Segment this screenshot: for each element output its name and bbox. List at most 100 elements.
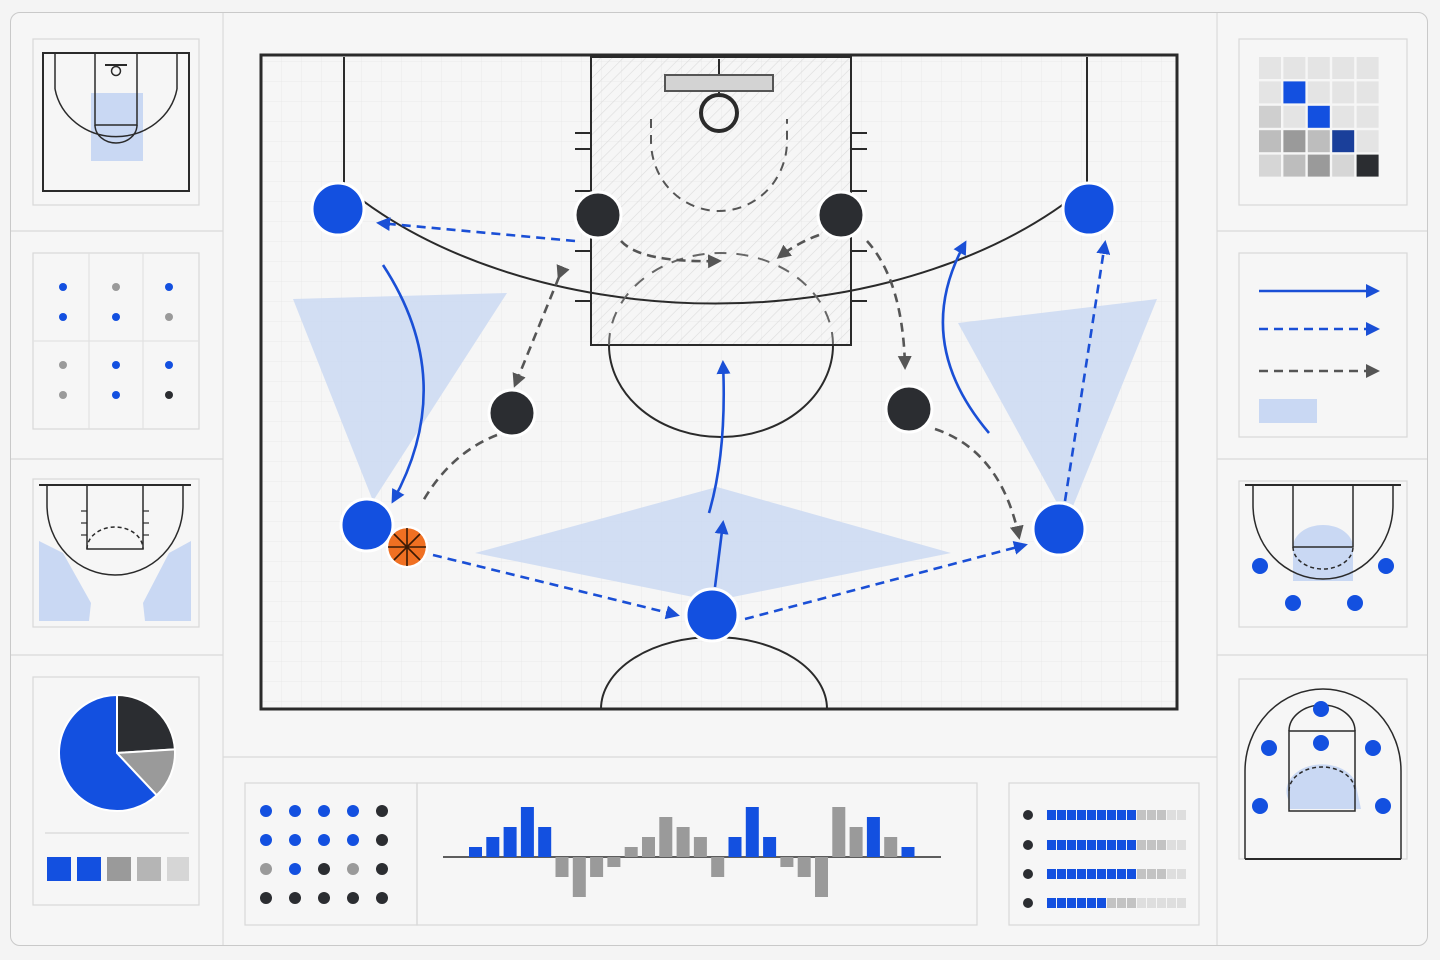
pie-slice	[58, 693, 159, 812]
progress-segment	[1067, 810, 1076, 820]
progress-segment	[1107, 898, 1116, 908]
bar	[797, 857, 811, 877]
right-panel-formation[interactable]	[1238, 480, 1408, 628]
swatch-gray-3	[167, 857, 189, 881]
bar	[642, 837, 655, 857]
player-left-wing[interactable]	[339, 497, 395, 553]
progress-bullet	[1023, 840, 1033, 850]
bar	[849, 827, 863, 857]
bottom-panel-dot-matrix[interactable]	[244, 782, 418, 926]
progress-segment	[1117, 840, 1126, 850]
left-panel-dot-grid[interactable]	[32, 252, 200, 430]
bar	[520, 807, 534, 857]
player-right-corner[interactable]	[1061, 181, 1117, 237]
matrix-dot	[347, 892, 359, 904]
progress-segment	[1167, 840, 1176, 850]
heat-cell	[1332, 57, 1355, 79]
play-diagram-board	[10, 12, 1428, 946]
left-panel-zone-court[interactable]	[32, 478, 200, 628]
matrix-dot	[289, 863, 301, 875]
right-panel-heat-grid[interactable]	[1238, 38, 1408, 206]
heat-cell	[1283, 81, 1306, 104]
screen-arrow-left-block	[620, 240, 722, 269]
bar	[763, 837, 777, 857]
zone-left-wing	[293, 293, 507, 501]
progress-segment	[1137, 898, 1146, 908]
swatch-gray-2	[137, 857, 161, 881]
progress-segment	[1097, 840, 1106, 850]
progress-segment	[1047, 898, 1056, 908]
three-point-arc	[343, 185, 1088, 305]
bar	[901, 847, 915, 857]
heat-cell	[1283, 105, 1306, 128]
left-panel-half-court[interactable]	[32, 38, 200, 206]
bottom-panel-progress-list[interactable]	[1008, 782, 1200, 926]
matrix-dot	[347, 805, 359, 817]
bar	[728, 837, 742, 857]
matrix-dot	[289, 834, 301, 846]
cut-arrow-up-middle	[707, 360, 731, 514]
pie-slice	[116, 693, 176, 755]
progress-segment	[1157, 810, 1166, 820]
heat-cell	[1259, 130, 1281, 153]
heat-cell	[1307, 57, 1330, 79]
bottom-panel-bar-chart[interactable]	[416, 782, 978, 926]
progress-segment	[1097, 810, 1106, 820]
panel-dividers	[11, 13, 1427, 945]
defender-left-elbow[interactable]	[487, 388, 537, 438]
progress-segment	[1107, 869, 1116, 879]
heat-cell	[1307, 130, 1330, 153]
main-court	[259, 53, 1179, 711]
progress-segment	[1047, 840, 1056, 850]
matrix-dot	[376, 863, 388, 875]
matrix-dot	[260, 834, 272, 846]
heat-cell	[1356, 130, 1379, 153]
progress-segment	[1177, 869, 1186, 879]
restricted-area	[650, 119, 788, 212]
court-boundary	[259, 53, 1179, 711]
free-throw-circle-dashed	[608, 252, 834, 346]
heat-cell	[1283, 57, 1306, 79]
bar	[503, 827, 517, 857]
progress-segment	[1077, 840, 1086, 850]
heat-cell	[1259, 81, 1281, 104]
paint-area	[591, 57, 851, 345]
bar	[711, 857, 725, 877]
right-panel-line-legend[interactable]	[1238, 252, 1408, 438]
progress-segment	[1107, 810, 1116, 820]
heat-cell	[1356, 154, 1379, 177]
progress-segment	[1087, 869, 1096, 879]
progress-segment	[1147, 898, 1156, 908]
player-top-of-key[interactable]	[684, 587, 740, 643]
matrix-dot	[376, 892, 388, 904]
player-left-corner[interactable]	[310, 181, 366, 237]
swatch-gray-1	[107, 857, 131, 881]
progress-segment	[1127, 840, 1136, 850]
right-panel-arc-formation[interactable]	[1238, 678, 1408, 860]
progress-segment	[1137, 869, 1146, 879]
progress-segment	[1047, 869, 1056, 879]
progress-segment	[1077, 869, 1086, 879]
matrix-dot	[318, 863, 330, 875]
bar	[884, 837, 898, 857]
progress-bullet	[1023, 869, 1033, 879]
swatch-blue-1	[47, 857, 71, 881]
defender-left-block[interactable]	[573, 190, 623, 240]
progress-segment	[1057, 898, 1066, 908]
progress-segment	[1077, 810, 1086, 820]
heat-cell	[1356, 81, 1379, 104]
defender-right-elbow[interactable]	[884, 384, 934, 434]
zone-top	[475, 487, 951, 601]
defender-right-block[interactable]	[816, 190, 866, 240]
bar	[780, 857, 794, 867]
progress-segment	[1087, 898, 1096, 908]
progress-bullet	[1023, 810, 1033, 820]
matrix-dot	[289, 892, 301, 904]
basketball-icon[interactable]	[385, 525, 429, 569]
player-right-wing[interactable]	[1031, 501, 1087, 557]
left-panel-pie-chart[interactable]	[32, 676, 200, 906]
progress-segment	[1167, 810, 1176, 820]
matrix-dot	[318, 892, 330, 904]
progress-bullet	[1023, 898, 1033, 908]
pass-arrow-to-right-wing	[744, 541, 1028, 621]
